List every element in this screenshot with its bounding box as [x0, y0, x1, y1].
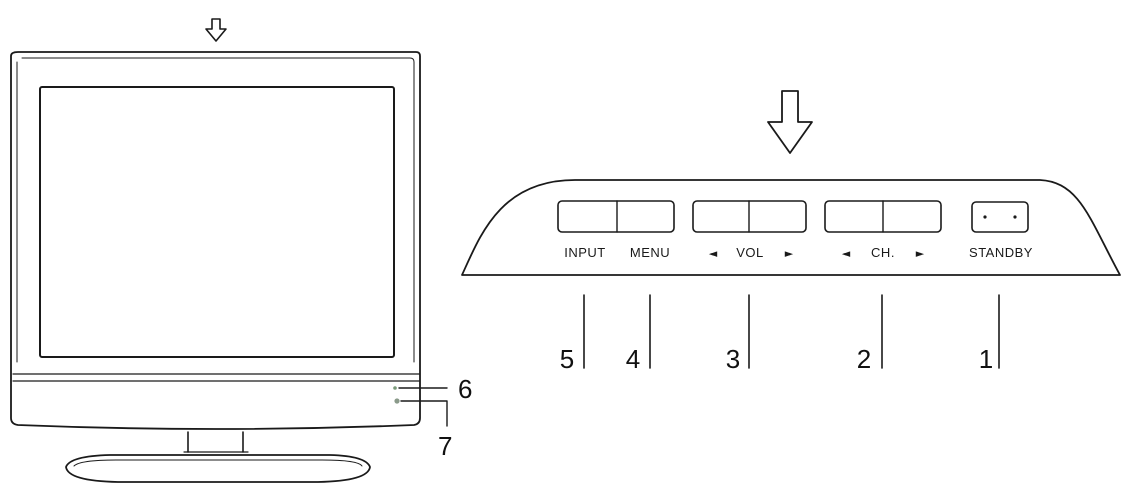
panel-outline: [461, 179, 1121, 276]
tv-bezel-inner-line: [21, 57, 415, 363]
led-indicator-7: [394, 398, 400, 404]
ch-down-button[interactable]: [826, 202, 882, 231]
menu-label: MENU: [630, 245, 670, 260]
callout-number-3: 3: [726, 344, 740, 374]
standby-dot-left-icon: [983, 215, 987, 219]
callout-number-1: 1: [979, 344, 993, 374]
tv-stand-base: [65, 454, 371, 483]
vol-left-arrow-icon: ◄: [709, 247, 718, 260]
input-label: INPUT: [564, 245, 606, 260]
callout-number-5: 5: [560, 344, 574, 374]
standby-label: STANDBY: [969, 245, 1033, 260]
callout-number-7: 7: [438, 431, 452, 461]
menu-button[interactable]: [618, 202, 673, 231]
panel-pointer-arrow-icon: [767, 90, 813, 154]
callout-line-7: [400, 400, 448, 427]
tv-stand-neck: [187, 431, 244, 453]
standby-button[interactable]: [971, 201, 1029, 233]
ch-up-button[interactable]: [884, 202, 940, 231]
tv-stand-base-top-edge: [73, 459, 363, 467]
vol-down-button[interactable]: [694, 202, 748, 231]
callout-number-2: 2: [857, 344, 871, 374]
standby-dot-right-icon: [1013, 215, 1017, 219]
ch-right-arrow-icon: ►: [916, 247, 925, 260]
callout-number-4: 4: [626, 344, 640, 374]
input-menu-button-pair: [557, 200, 675, 233]
control-panel-closeup: INPUT MENU ◄ VOL ► ◄ CH. ► STANDBY 5 4 3…: [461, 90, 1121, 374]
tv-front-view: 6 7: [10, 18, 472, 483]
vol-right-arrow-icon: ►: [785, 247, 794, 260]
vol-up-button[interactable]: [750, 202, 805, 231]
tv-bezel: [10, 51, 421, 430]
led-indicator-6: [393, 386, 397, 390]
top-pointer-arrow-icon: [205, 18, 227, 42]
ch-label: CH.: [871, 245, 895, 260]
ch-left-arrow-icon: ◄: [842, 247, 851, 260]
tv-screen: [39, 86, 395, 358]
input-button[interactable]: [559, 202, 616, 231]
vol-label: VOL: [736, 245, 764, 260]
callout-number-6: 6: [458, 374, 472, 404]
